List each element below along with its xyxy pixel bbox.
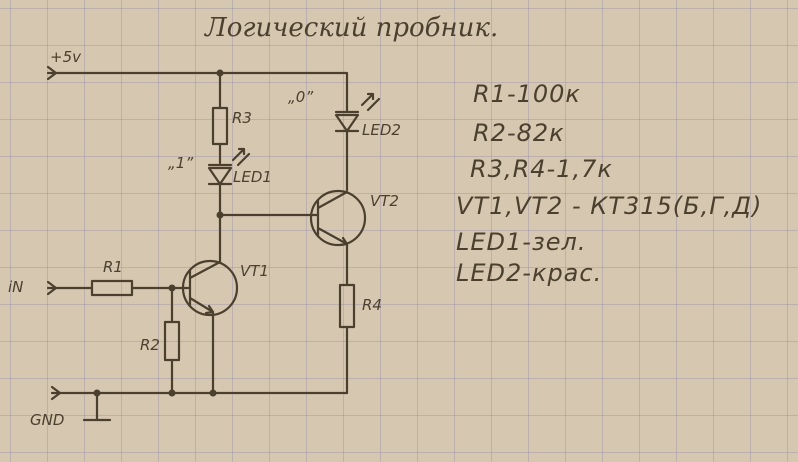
parts-list: R1-100к R2-82к R3,R4-1,7к VT1,VT2 - КТ31… — [456, 80, 762, 287]
led1-label: LED1 — [233, 168, 272, 186]
diagram-title: Логический пробник. — [203, 13, 498, 43]
supply-label: +5v — [50, 48, 82, 66]
transistor-vt1 — [181, 259, 239, 395]
led1 — [207, 147, 251, 217]
led2-label: LED2 — [362, 121, 401, 139]
r2-label: R2 — [140, 336, 160, 354]
ground-rail — [50, 385, 349, 422]
input-label: iN — [8, 278, 23, 296]
led2-state-label: „0” — [288, 88, 313, 106]
transistor-vt2 — [309, 189, 367, 287]
input-wire — [46, 279, 192, 297]
vt2-label: VT2 — [370, 192, 399, 210]
led1-state-label: „1” — [168, 154, 193, 172]
parts-list-item: R1-100к — [473, 80, 581, 108]
parts-list-item: LED2-крас. — [456, 259, 602, 287]
parts-list-item: VT1,VT2 - КТ315(Б,Г,Д) — [456, 192, 762, 220]
vt1-label: VT1 — [240, 262, 269, 280]
parts-list-item: R2-82к — [473, 119, 565, 147]
led2 — [334, 92, 381, 192]
resistor-r2 — [163, 286, 181, 395]
r1-label: R1 — [103, 258, 123, 276]
vt2-base-wire — [216, 211, 320, 264]
parts-list-item: R3,R4-1,7к — [470, 155, 613, 183]
resistor-r3 — [211, 71, 229, 165]
ground-label: GND — [30, 411, 64, 429]
resistor-r4 — [338, 283, 356, 395]
parts-list-item: LED1-зел. — [456, 228, 586, 256]
r3-label: R3 — [232, 109, 252, 127]
r4-label: R4 — [362, 296, 382, 314]
